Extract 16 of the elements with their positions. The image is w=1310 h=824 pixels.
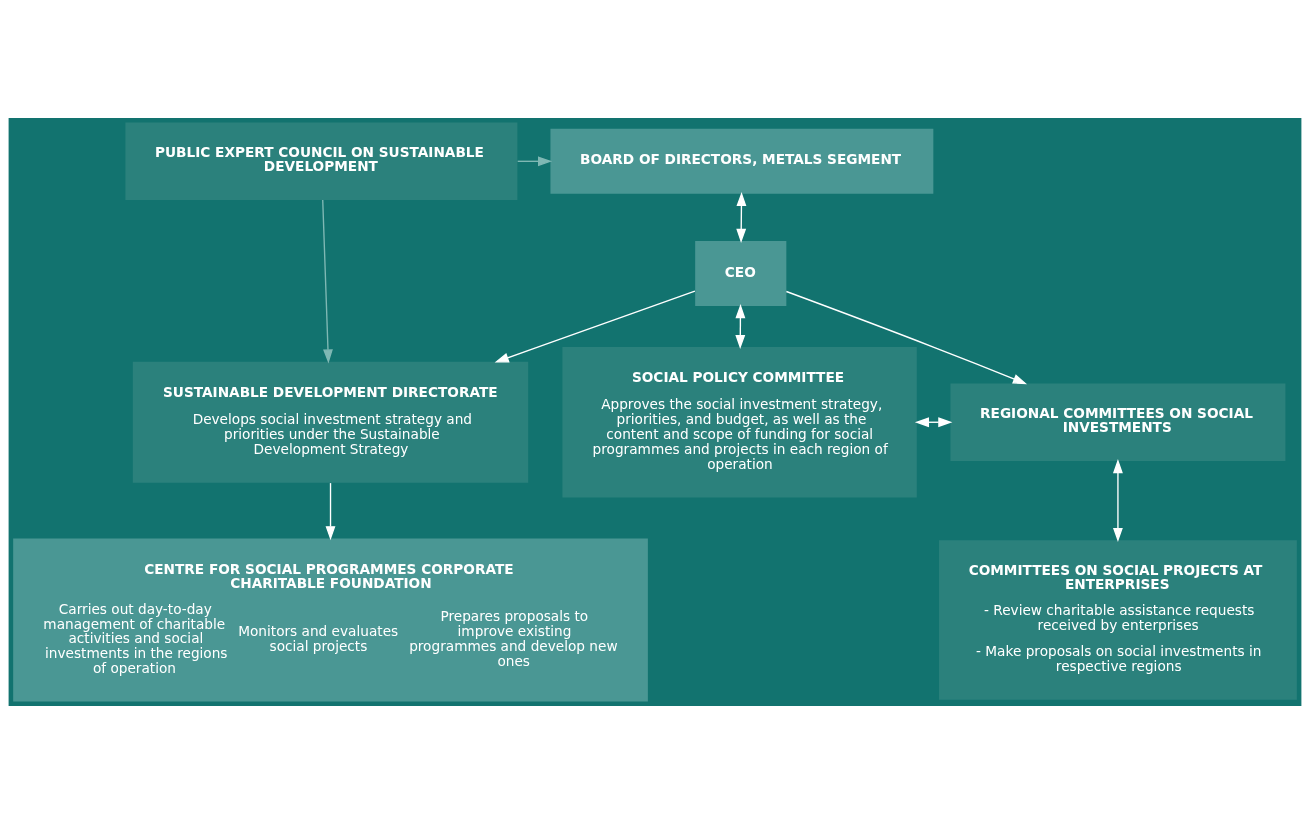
arrow xyxy=(735,304,746,350)
node-box: COMMITTEES ON SOCIAL PROJECTS AT ENTERPRISES - Review charitable assistance requests received by enterprises - Make proposals on social investments in respective regions xyxy=(939,540,1297,700)
node-box: REGIONAL COMMITTEES ON SOCIAL INVESTMENTS xyxy=(950,383,1286,461)
arrow xyxy=(785,290,1028,385)
node-box: BOARD OF DIRECTORS, METALS SEGMENT xyxy=(550,128,934,194)
arrow xyxy=(325,482,336,541)
arrow xyxy=(1113,459,1123,543)
arrow xyxy=(736,191,747,243)
node-box: SUSTAINABLE DEVELOPMENT DIRECTORATE Develops social investment strategy and priorities under the Sustainable Development Strategy xyxy=(132,361,529,483)
arrow xyxy=(914,417,953,428)
arrow xyxy=(517,156,553,167)
arrow xyxy=(494,290,696,363)
node-box: SOCIAL POLICY COMMITTEE Approves the social investment strategy, priorities, and budget, as well as the content and scope of funding for social programmes and projects in each region of operation xyxy=(562,347,917,498)
arrow xyxy=(322,199,333,364)
node-box: PUBLIC EXPERT COUNCIL ON SUSTAINABLE DEVELOPMENT xyxy=(125,122,518,201)
node-box: CEO xyxy=(695,241,787,306)
